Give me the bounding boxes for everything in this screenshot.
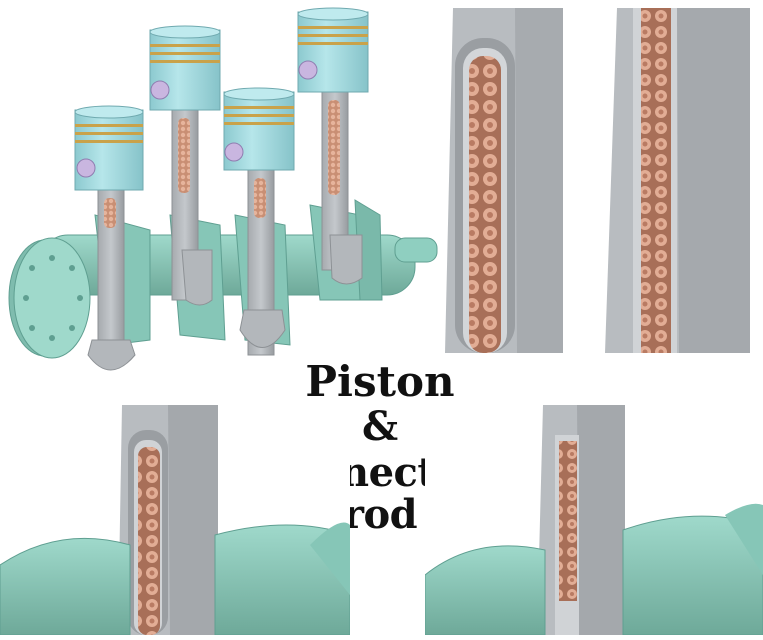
crankshaft (8, 199, 438, 359)
piston-2 (149, 25, 221, 306)
engine-assembly-view (0, 0, 440, 390)
piston-4 (297, 7, 369, 285)
piston-3 (223, 87, 295, 356)
piston-1 (74, 105, 144, 371)
rod-crank-closeup-right (425, 405, 763, 635)
rod-crank-closeup-left-svg (0, 405, 350, 635)
caption-ampersand: & (361, 403, 399, 451)
rod-closeup-right (605, 8, 750, 353)
rod-crank-closeup-right-svg (425, 405, 763, 635)
rod-closeup-left-svg (445, 8, 563, 353)
rod-crank-closeup-left (0, 405, 350, 635)
rod-closeup-left (445, 8, 565, 353)
rod-closeup-right-svg (605, 8, 750, 353)
caption-line-1: Piston (305, 357, 455, 406)
engine-assembly-svg (8, 7, 438, 371)
